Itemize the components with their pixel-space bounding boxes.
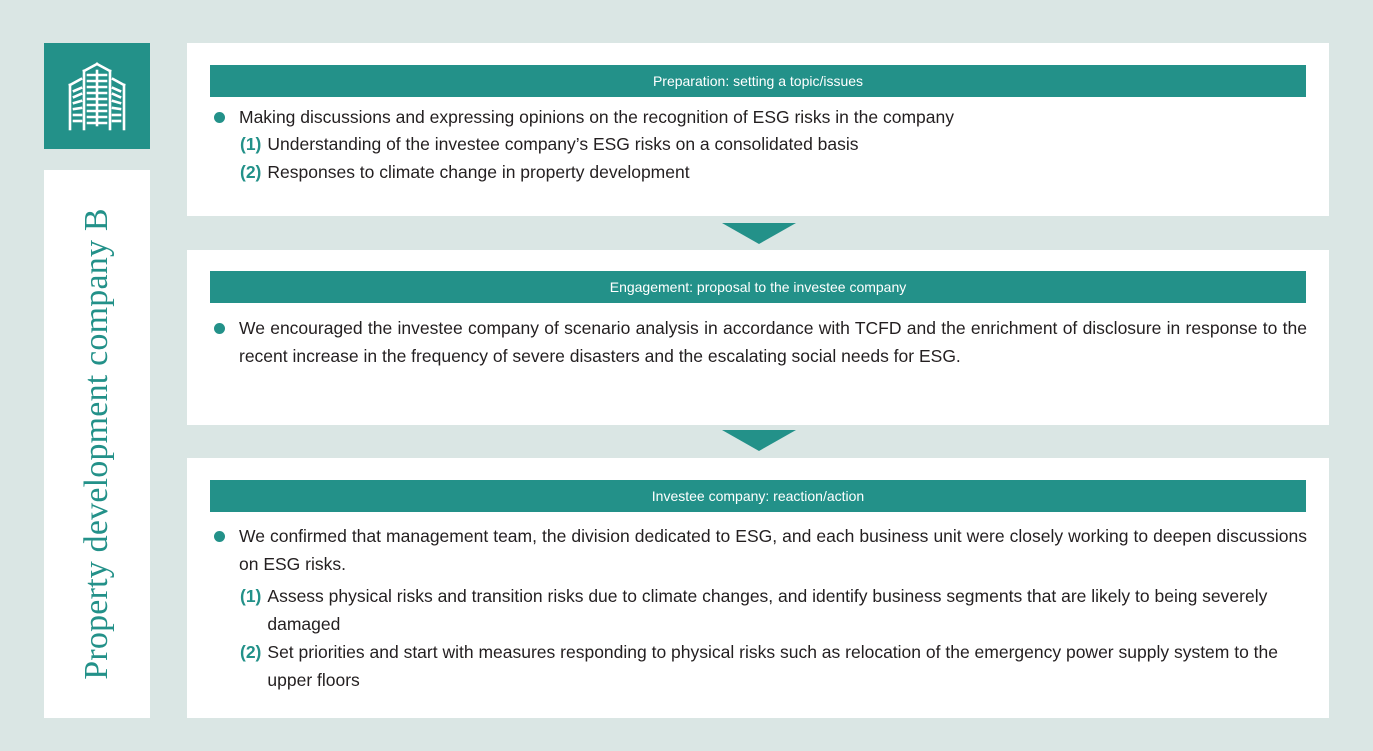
bullet-text: Making discussions and expressing opinio… <box>239 107 954 127</box>
step-reaction-panel: Investee company: reaction/action We con… <box>187 458 1329 718</box>
company-name-label: Property development company B <box>78 208 116 680</box>
item-number: (2) <box>240 162 262 182</box>
numbered-item: (1) Understanding of the investee compan… <box>240 130 1307 158</box>
down-arrow-icon <box>722 223 796 244</box>
building-icon <box>68 62 126 131</box>
step-header: Preparation: setting a topic/issues <box>210 65 1306 97</box>
item-number: (1) <box>240 586 262 606</box>
company-label-box: Property development company B <box>44 170 150 718</box>
bullet-item: We confirmed that management team, the d… <box>214 526 1307 578</box>
company-icon-box <box>44 43 150 149</box>
step-header: Engagement: proposal to the investee com… <box>210 271 1306 303</box>
item-text: Responses to climate change in property … <box>267 162 690 182</box>
numbered-item: (1) Assess physical risks and transition… <box>240 582 1307 638</box>
numbered-item: (2) Set priorities and start with measur… <box>240 638 1307 694</box>
numbered-item: (2) Responses to climate change in prope… <box>240 158 1307 186</box>
item-text: Set priorities and start with measures r… <box>267 642 1279 690</box>
bullet-item: Making discussions and expressing opinio… <box>214 107 1307 131</box>
item-number: (1) <box>240 134 262 154</box>
bullet-text: We confirmed that management team, the d… <box>239 526 1307 574</box>
step-engagement-panel: Engagement: proposal to the investee com… <box>187 250 1329 425</box>
bullet-item: We encouraged the investee company of sc… <box>214 318 1307 370</box>
down-arrow-icon <box>722 430 796 451</box>
item-text: Assess physical risks and transition ris… <box>267 586 1268 634</box>
item-text: Understanding of the investee company’s … <box>267 134 859 154</box>
bullet-dot-icon <box>214 323 225 334</box>
step-header: Investee company: reaction/action <box>210 480 1306 512</box>
bullet-text: We encouraged the investee company of sc… <box>239 318 1307 366</box>
item-number: (2) <box>240 642 262 662</box>
bullet-dot-icon <box>214 531 225 542</box>
bullet-dot-icon <box>214 112 225 123</box>
step-preparation-panel: Preparation: setting a topic/issues Maki… <box>187 43 1329 216</box>
